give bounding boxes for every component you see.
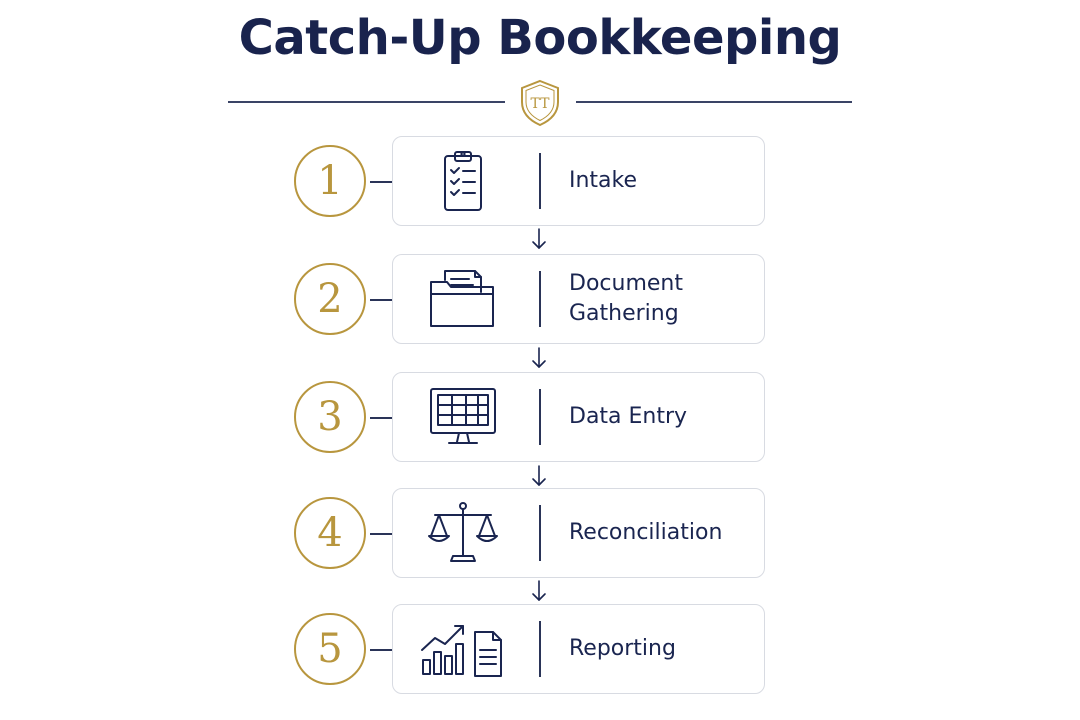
step-number-4: 4	[294, 497, 366, 569]
card-separator	[539, 505, 541, 561]
page-title: Catch-Up Bookkeeping	[238, 10, 842, 66]
step-card-document-gathering: Document Gathering	[392, 254, 765, 344]
card-separator	[539, 389, 541, 445]
folder-documents-icon	[430, 270, 494, 327]
step-label: Reporting	[569, 636, 676, 661]
step-label: Document Gathering	[569, 271, 683, 326]
step-connector-4	[370, 533, 392, 535]
step-number-1: 1	[294, 145, 366, 217]
step-label: Intake	[569, 168, 638, 193]
card-separator	[539, 153, 541, 209]
arrow-down-icon	[532, 465, 546, 486]
step-number-2: 2	[294, 263, 366, 335]
step-number-3: 3	[294, 381, 366, 453]
step-card-reconciliation: Reconciliation	[392, 488, 765, 578]
card-separator	[539, 621, 541, 677]
arrow-down-icon	[532, 580, 546, 601]
step-connector-5	[370, 649, 392, 651]
step-connector-3	[370, 417, 392, 419]
arrow-down-icon	[532, 228, 546, 249]
bar-chart-report-icon	[421, 625, 502, 677]
clipboard-checklist-icon	[444, 151, 482, 211]
step-label: Reconciliation	[569, 520, 723, 545]
title-divider-left	[228, 101, 505, 103]
monitor-spreadsheet-icon	[430, 388, 496, 444]
arrow-down-icon	[532, 347, 546, 368]
card-separator	[539, 271, 541, 327]
crest-monogram: TT	[531, 96, 551, 112]
step-connector-1	[370, 181, 392, 183]
step-card-intake: Intake	[392, 136, 765, 226]
title-divider-right	[576, 101, 852, 103]
shield-crest-icon: TT	[521, 79, 559, 127]
step-card-data-entry: Data Entry	[392, 372, 765, 462]
step-number-5: 5	[294, 613, 366, 685]
balance-scale-icon	[428, 502, 498, 562]
step-connector-2	[370, 299, 392, 301]
step-label: Data Entry	[569, 404, 688, 429]
step-card-reporting: Reporting	[392, 604, 765, 694]
